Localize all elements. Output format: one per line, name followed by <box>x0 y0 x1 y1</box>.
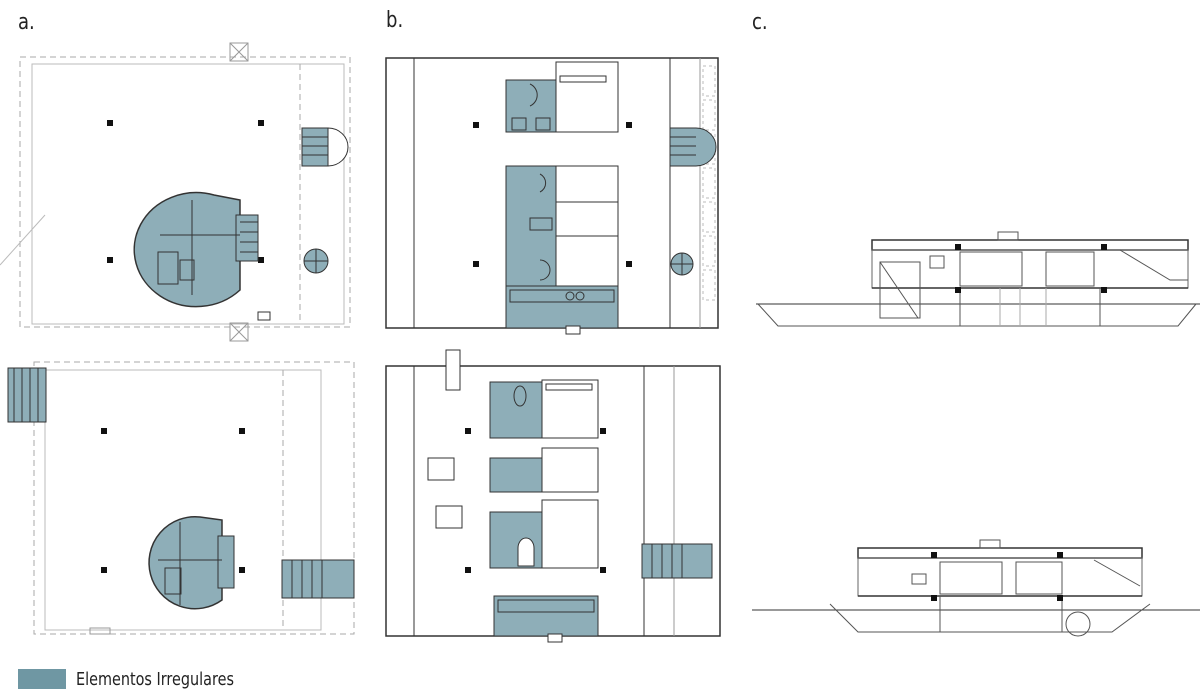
plan-a-lower <box>7 361 355 635</box>
section-c-lower <box>752 539 1200 637</box>
panel-label-c: c. <box>752 10 768 35</box>
panel-label-b: b. <box>386 8 404 33</box>
legend-label: Elementos Irregulares <box>76 668 234 690</box>
panel-label-a: a. <box>18 10 35 35</box>
plan-b-upper <box>385 57 719 335</box>
plan-b-lower <box>385 349 721 643</box>
legend-swatch <box>18 669 66 689</box>
plan-a-upper <box>0 42 351 342</box>
section-c-upper <box>756 231 1200 327</box>
legend: Elementos Irregulares <box>18 668 273 690</box>
